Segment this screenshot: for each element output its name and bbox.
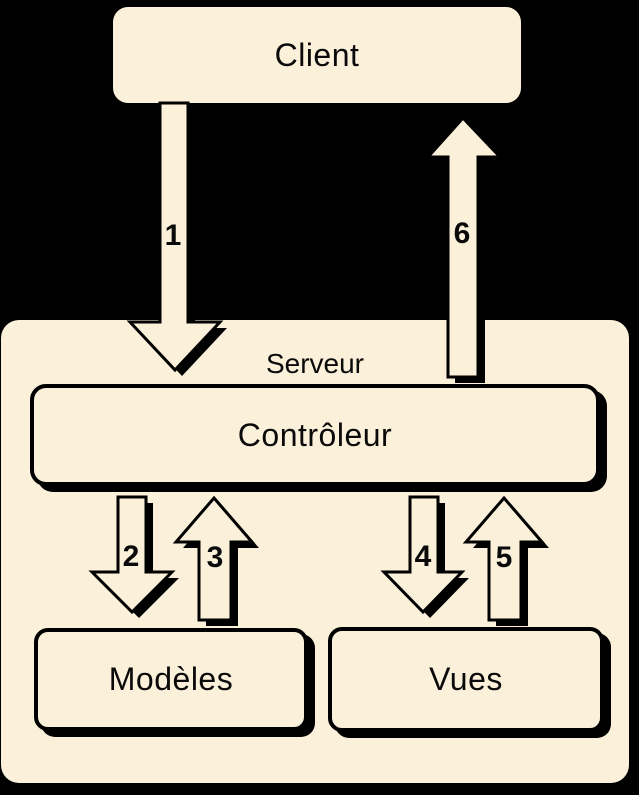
server-group-label: Serveur [265, 348, 365, 379]
models-node: Modèles [34, 628, 308, 731]
arrow-3-label: 3 [206, 541, 224, 574]
controller-node: Contrôleur [30, 384, 600, 486]
arrow-1-label: 1 [164, 219, 182, 252]
views-node: Vues [328, 627, 604, 732]
arrow-6-label: 6 [453, 217, 471, 250]
arrow-4-label: 4 [414, 540, 432, 573]
client-node-label: Client [274, 36, 360, 73]
controller-node-label: Contrôleur [237, 416, 393, 453]
client-node: Client [113, 7, 521, 103]
arrow-2-label: 2 [122, 540, 140, 573]
arrow-5-label: 5 [495, 541, 513, 574]
views-node-label: Vues [429, 661, 503, 697]
models-node-label: Modèles [108, 661, 234, 697]
